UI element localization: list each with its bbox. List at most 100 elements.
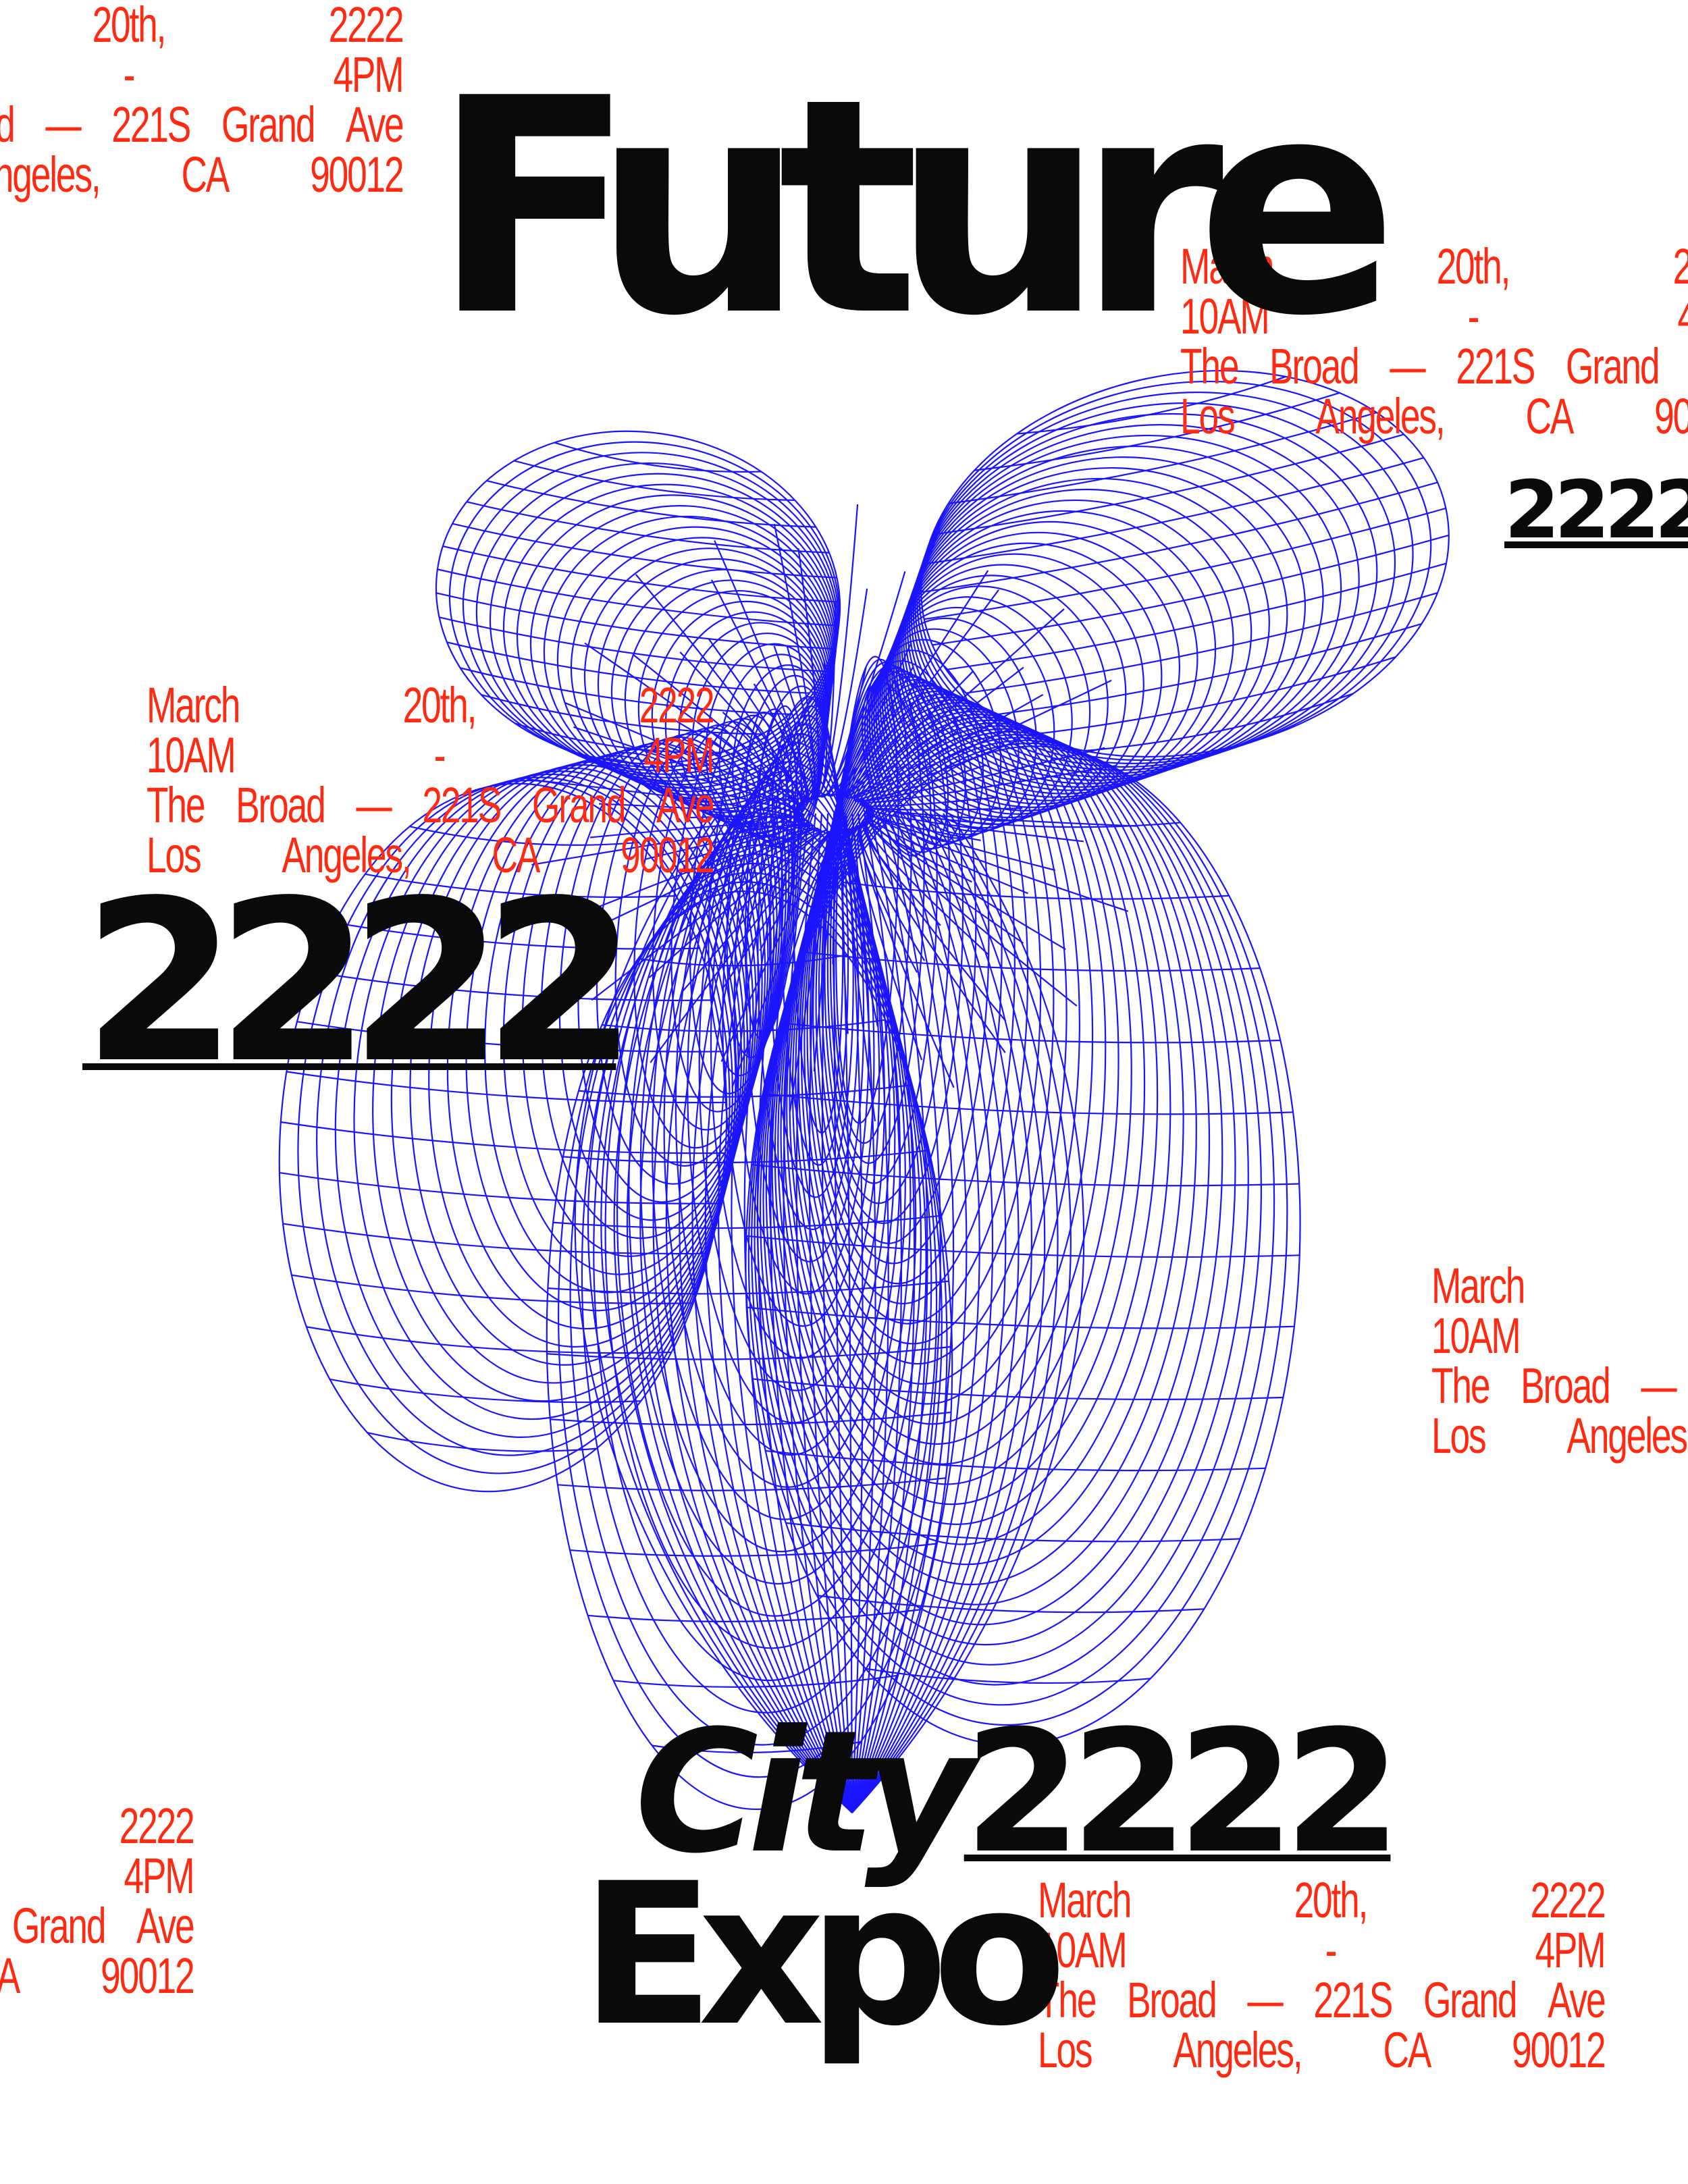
info-time-start: 10AM <box>1180 288 1270 344</box>
info-venue-the: The <box>1038 1972 1097 2028</box>
info-venue-grand: Grand <box>12 1898 106 1954</box>
info-date-month: March <box>1431 1258 1525 1314</box>
info-city-state: CA <box>1525 388 1574 444</box>
info-date-line: March 20th, 2222 <box>1038 1872 1606 1928</box>
event-info-block-bottom-right: March 20th, 2222 10AM - 4PM The Broad — … <box>1038 1875 1606 2075</box>
info-venue-street: 221S <box>1456 338 1535 394</box>
info-venue-ave: Ave <box>1548 1972 1606 2028</box>
info-time-line: 10AM - 4PM <box>147 727 715 783</box>
info-city-angeles: Angeles, <box>1173 2022 1302 2078</box>
info-city-line: Los Angeles, CA 90012 <box>1038 2022 1606 2078</box>
info-time-end: 4PM <box>643 727 714 783</box>
info-date-line: March 20th, 2222 <box>1431 1261 1688 1311</box>
info-city-los: Los <box>1038 2022 1093 2078</box>
info-venue-dash: — <box>1641 1358 1677 1414</box>
info-city-state: CA <box>181 147 230 203</box>
info-date-line: March 20th, 2222 <box>1180 242 1688 292</box>
headline-expo: Expo <box>581 1842 1067 2069</box>
info-venue-name: Broad <box>1521 1358 1611 1414</box>
info-venue-line: The Broad — 221S Grand Ave <box>0 1898 195 1954</box>
info-date-day: 20th, <box>402 677 477 733</box>
info-time-line: 10AM - 4PM <box>0 1851 194 1901</box>
headline-city-year: 2222 <box>964 1694 1402 1890</box>
info-venue-name: Broad <box>1127 1972 1217 2028</box>
info-city-angeles: Angeles, <box>1566 1408 1688 1464</box>
event-info-block-right-middle: March 20th, 2222 10AM - 4PM The Broad — … <box>1431 1261 1688 1461</box>
info-venue-grand: Grand <box>532 777 626 833</box>
info-time-start: 10AM <box>1038 1922 1128 1978</box>
info-time-line: 10AM - 4PM <box>1431 1311 1688 1361</box>
info-city-angeles: Angeles, <box>1315 388 1445 444</box>
info-venue-name: Broad <box>1269 338 1360 394</box>
info-date-month: March <box>147 677 240 733</box>
info-time-sep: - <box>1325 1922 1338 1978</box>
info-date-day: 20th, <box>92 0 167 53</box>
info-date-day: 20th, <box>1294 1872 1369 1928</box>
info-date-line: March 20th, 2222 <box>0 1798 195 1854</box>
info-date-year: 2222 <box>328 0 404 53</box>
info-time-end: 4PM <box>333 47 404 103</box>
info-venue-ave: Ave <box>346 97 404 153</box>
info-city-zip: 90012 <box>621 827 715 883</box>
info-venue-street: 221S <box>422 777 502 833</box>
info-venue-name: Broad <box>0 100 16 150</box>
info-time-start: 10AM <box>1431 1308 1521 1364</box>
info-time-line: 10AM - 4PM <box>1038 1922 1606 1978</box>
info-city-los: Los <box>147 827 202 883</box>
info-date-year: 2222 <box>1673 242 1688 292</box>
info-venue-ave: Ave <box>656 777 715 833</box>
info-city-zip: 90012 <box>1512 2022 1606 2078</box>
info-time-sep: - <box>433 727 446 783</box>
info-venue-street: 221S <box>111 97 191 153</box>
info-venue-grand: Grand <box>221 97 315 153</box>
info-venue-line: The Broad — 221S Grand Ave <box>147 777 715 833</box>
info-venue-grand: Grand <box>1566 338 1660 394</box>
info-city-angeles: Angeles, <box>282 827 411 883</box>
info-city-state: CA <box>0 1951 20 2001</box>
info-city-line: Los Angeles, CA 90012 <box>0 147 404 203</box>
headline-future: Future <box>432 35 1398 381</box>
info-venue-line: The Broad — 221S Grand Ave <box>1038 1972 1606 2028</box>
info-venue-line: The Broad — 221S Grand Ave <box>1180 342 1688 392</box>
headline-city: City2222 <box>635 1708 1401 1877</box>
info-city-state: CA <box>1383 2022 1431 2078</box>
info-city-line: Los Angeles, CA 90012 <box>1431 1411 1688 1461</box>
headline-city-word: City <box>635 1694 975 1890</box>
event-info-block-bottom-left: March 20th, 2222 10AM - 4PM The Broad — … <box>0 1801 195 2001</box>
info-time-line: 10AM - 4PM <box>0 47 404 103</box>
info-venue-the: The <box>1180 338 1239 394</box>
info-date-year: 2222 <box>1530 1872 1606 1928</box>
info-venue-name: Broad <box>236 777 326 833</box>
info-time-start: 10AM <box>147 727 236 783</box>
info-city-state: CA <box>492 827 540 883</box>
info-city-los: Los <box>1180 388 1236 444</box>
info-time-end: 4PM <box>1677 292 1688 342</box>
info-city-zip: 90012 <box>310 147 404 203</box>
info-city-angeles: Angeles, <box>0 147 101 203</box>
info-venue-dash: — <box>356 777 392 833</box>
info-time-sep: - <box>1467 288 1480 344</box>
info-date-line: March 20th, 2222 <box>0 0 404 53</box>
info-date-month: March <box>1180 238 1274 294</box>
info-venue-line: The Broad — 221S Grand Ave <box>1431 1361 1688 1411</box>
year-large-left: 2222 <box>82 853 637 1112</box>
info-venue-line: The Broad — 221S Grand Ave <box>0 97 404 153</box>
info-time-end: 4PM <box>124 1848 194 1904</box>
info-date-day: 20th, <box>1436 238 1511 294</box>
info-city-zip: 90012 <box>101 1948 195 2004</box>
info-venue-dash: — <box>45 97 81 153</box>
info-venue-dash: — <box>1247 1972 1283 2028</box>
event-info-block-top-left: March 20th, 2222 10AM - 4PM The Broad — … <box>0 0 404 200</box>
info-date-year: 2222 <box>119 1798 195 1854</box>
event-info-block-middle-left: March 20th, 2222 10AM - 4PM The Broad — … <box>147 677 715 883</box>
info-city-line: Los Angeles, CA 90012 <box>0 1948 195 2004</box>
info-time-line: 10AM - 4PM <box>1180 292 1688 342</box>
info-venue-street: 221S <box>1313 1972 1393 2028</box>
info-city-zip: 90012 <box>1654 388 1688 444</box>
info-city-line: Los Angeles, CA 90012 <box>1180 392 1688 442</box>
info-time-sep: - <box>123 47 136 103</box>
info-venue-dash: — <box>1390 338 1425 394</box>
info-date-year: 2222 <box>639 677 715 733</box>
